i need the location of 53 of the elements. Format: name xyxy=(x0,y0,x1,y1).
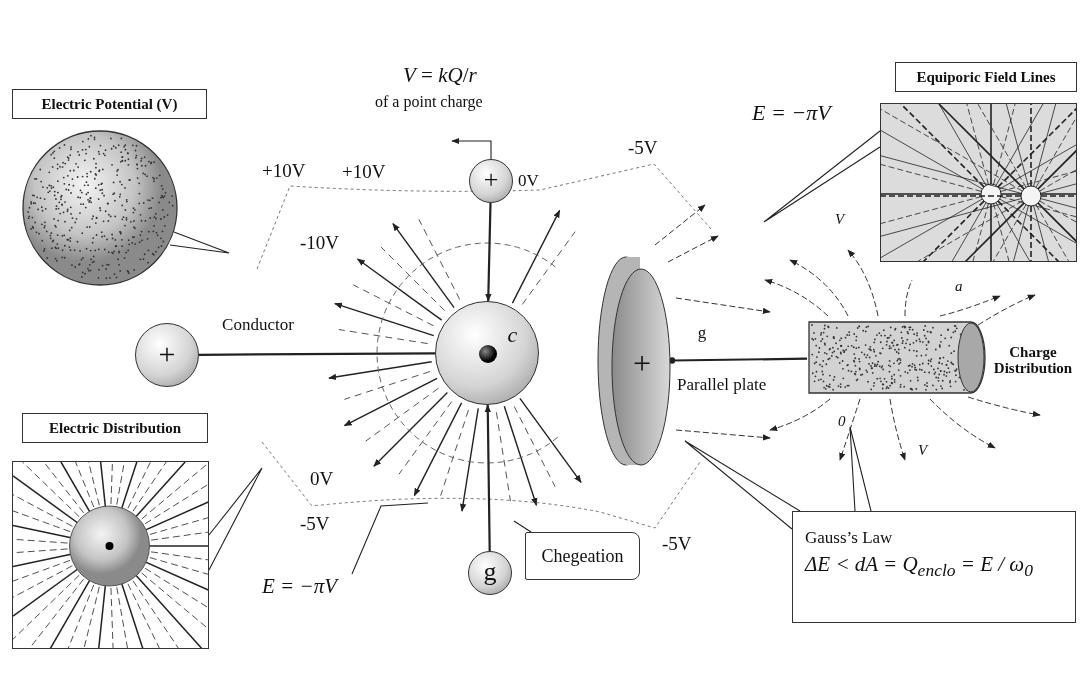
charge-symbol: + xyxy=(483,167,499,194)
node-caption: Charge Distribution xyxy=(992,345,1074,377)
leader-line xyxy=(684,440,801,530)
field-label: V xyxy=(835,212,845,228)
voltage-label: +10V xyxy=(262,161,306,181)
heading-panel xyxy=(12,89,207,119)
leader-line xyxy=(849,426,872,512)
voltage-label: -5V xyxy=(662,534,692,554)
charge-symbol: g xyxy=(483,559,497,586)
caption-text: of a point charge xyxy=(375,94,483,111)
formula-text: ΔE < dA = Q$_{enclo}$ = E / ω$_{0}$ xyxy=(805,552,1034,582)
callout-text: Chegeation xyxy=(541,545,624,567)
voltage-label: 0V xyxy=(310,469,334,489)
leader-line xyxy=(513,520,532,533)
connector-line xyxy=(668,357,807,364)
formula-text: E = −πV xyxy=(752,101,831,125)
stippled-sphere-drawing xyxy=(22,130,178,286)
field-lines-inset-drawing xyxy=(880,103,1077,262)
arrow xyxy=(484,404,491,551)
heading-panel xyxy=(22,413,208,443)
voltage-label: -5V xyxy=(628,138,658,158)
leader-line xyxy=(351,502,429,575)
heading-text: Electric Potential (V) xyxy=(41,95,178,113)
formula-callout xyxy=(792,511,1076,623)
charge-symbol: + xyxy=(158,339,176,370)
voltage-label: +10V xyxy=(342,162,386,182)
connector-line xyxy=(199,352,435,356)
field-label: V xyxy=(918,443,928,459)
charge-sphere xyxy=(435,301,539,405)
heading-panel xyxy=(895,62,1077,92)
node-caption: Parallel plate xyxy=(677,376,767,394)
field-label: 0 xyxy=(838,414,846,430)
charge-sphere xyxy=(469,159,513,203)
arrow xyxy=(451,137,492,160)
arrow xyxy=(485,202,492,302)
leader-line xyxy=(208,467,263,571)
leader-line xyxy=(169,231,230,254)
formula-text: V = kQ/r xyxy=(403,64,477,87)
charge-sphere xyxy=(468,551,512,595)
field-lines-inset-drawing xyxy=(12,461,209,649)
field-label: a xyxy=(955,279,963,295)
node-caption: 0V xyxy=(518,172,539,190)
heading-text: Equiporic Field Lines xyxy=(916,68,1056,86)
cylinder-drawing xyxy=(807,321,987,394)
heading-text: Electric Distribution xyxy=(48,419,182,437)
leader-line xyxy=(763,130,881,223)
voltage-label: -5V xyxy=(300,514,330,534)
charge-symbol: + xyxy=(633,347,651,380)
charge-symbol: c xyxy=(507,324,518,347)
formula-text: E = −πV xyxy=(262,574,338,598)
callout-box xyxy=(525,532,640,580)
voltage-label: -10V xyxy=(300,233,340,253)
callout-heading: Gauss’s Law xyxy=(805,528,894,548)
